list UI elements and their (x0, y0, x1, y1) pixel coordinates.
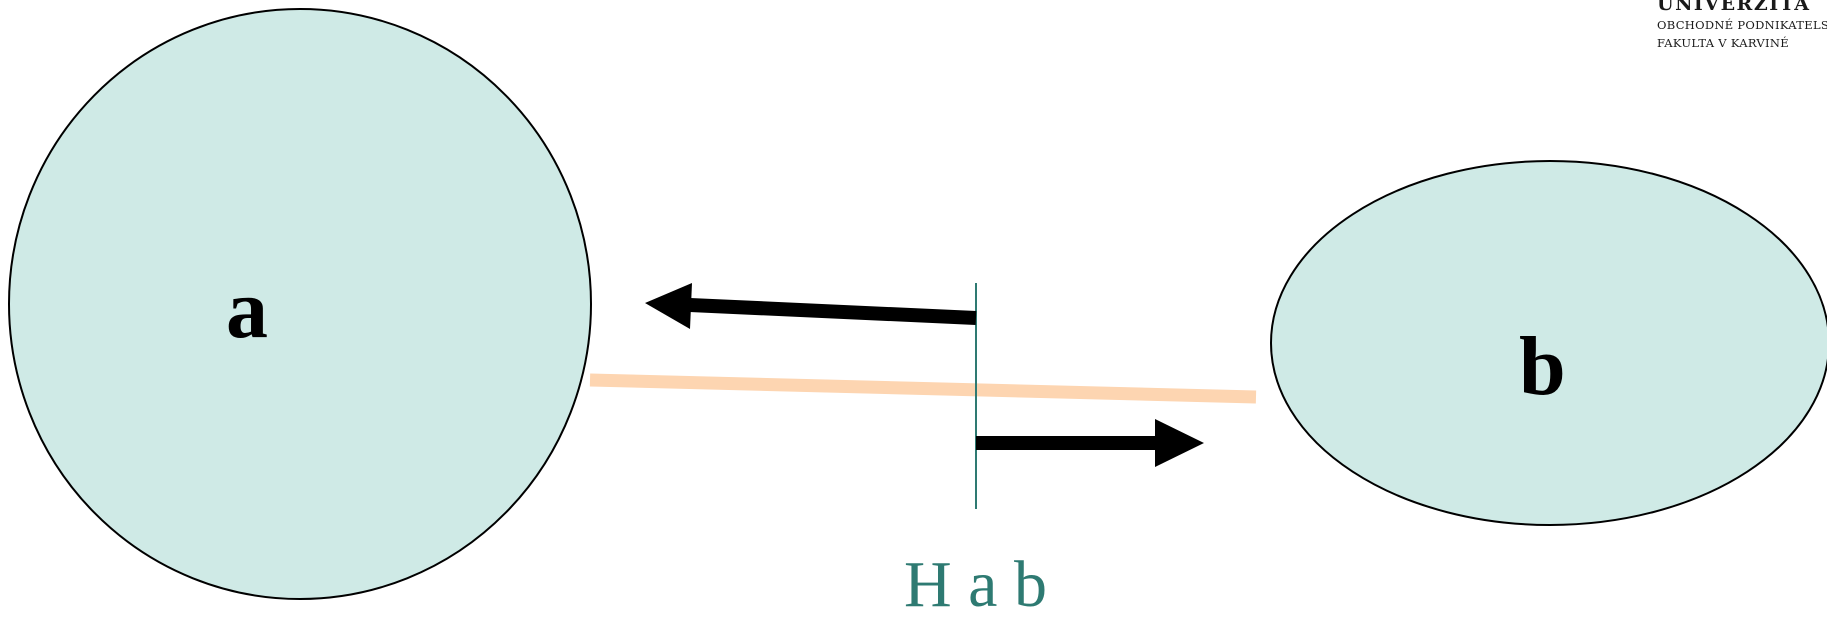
arrow-right (976, 419, 1204, 467)
node-a-label: a (226, 263, 268, 356)
node-a-circle (8, 8, 592, 600)
faculty-line-1: OBCHODNÉ PODNIKATELS (1657, 18, 1827, 32)
node-b-ellipse (1270, 160, 1827, 526)
node-b-label: b (1519, 320, 1566, 413)
university-logo-text: UNIVERZITA OBCHODNÉ PODNIKATELS FAKULTA … (1657, 0, 1827, 52)
boundary-band (589, 373, 1257, 404)
university-name: UNIVERZITA (1657, 0, 1811, 15)
faculty-line-2: FAKULTA V KARVINÉ (1657, 36, 1789, 50)
arrow-left (645, 283, 977, 329)
caption-hab: H a b (904, 548, 1047, 621)
